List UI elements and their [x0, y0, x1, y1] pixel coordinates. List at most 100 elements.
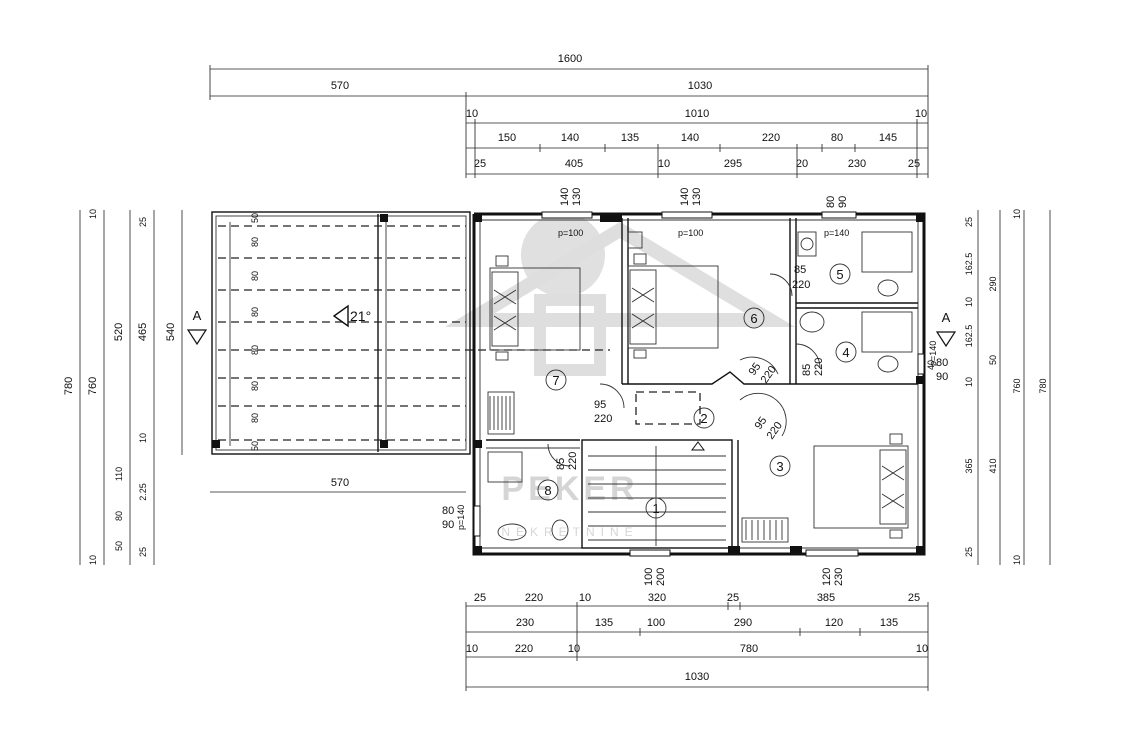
doors: [547, 273, 821, 467]
dim-right-25a: 25: [964, 217, 974, 227]
dim-left-80: 80: [114, 511, 124, 521]
bathroom-5-fixtures: [797, 231, 913, 297]
dim-bottom-10c: 10: [916, 643, 928, 655]
dim-top-1010: 1010: [685, 108, 709, 120]
window-2-height: 130: [691, 188, 703, 206]
dim-left-110: 110: [114, 467, 124, 481]
dim-bottom-320: 320: [648, 592, 666, 604]
window-6-height: 200: [655, 568, 667, 586]
dim-top-295: 295: [724, 158, 742, 170]
room-8-label: 8: [544, 483, 551, 498]
parapet-5: p=140: [456, 505, 466, 530]
dim-top-25a: 25: [474, 158, 486, 170]
dim-top-10a: 10: [466, 108, 478, 120]
dim-bottom-780: 780: [740, 643, 758, 655]
dim-right-365: 365: [964, 458, 974, 473]
dim-bottom-230: 230: [516, 617, 534, 629]
dim-top-570: 570: [331, 80, 349, 92]
window-3-height: 90: [837, 196, 849, 208]
bathroom-8-fixtures: [487, 451, 569, 541]
section-marker-right: A: [935, 310, 957, 348]
roof-terrace: 50 80 80 80 80 80 80 50 21° 570: [210, 211, 610, 493]
dim-top-145: 145: [879, 132, 897, 144]
parapet-3: p=140: [824, 228, 849, 238]
dim-bottom-290: 290: [734, 617, 752, 629]
dim-bottom-135b: 135: [880, 617, 898, 629]
window-4-width: 40: [926, 360, 936, 370]
roof-spacing-3: 80: [250, 271, 260, 281]
window-2-width: 140: [679, 188, 691, 206]
dim-right-760: 760: [1012, 378, 1022, 393]
window-4-extra: 90: [936, 371, 948, 383]
dim-right-25b: 25: [964, 547, 974, 557]
door-5-width: 95: [753, 415, 770, 432]
dim-bottom-100: 100: [647, 617, 665, 629]
watermark: PEKER NEKRETNINE: [444, 213, 796, 539]
top-dimensions: 1600 570 1030 10 1010 10 150 140 135 140…: [209, 53, 929, 178]
window-5-width: 80: [442, 505, 454, 517]
dim-top-10b: 10: [915, 108, 927, 120]
dim-left-10c: 10: [88, 555, 98, 565]
room-3-label: 3: [776, 459, 783, 474]
parapet-2: p=100: [678, 228, 703, 238]
dim-right-10a: 10: [964, 297, 974, 307]
hall-table: [635, 391, 701, 425]
windows: 140 130 140 130 80 90 40 80 90 80 90 100…: [442, 188, 948, 586]
parapet-4: p=140: [928, 341, 938, 366]
dim-bottom-220b: 220: [515, 643, 533, 655]
bed-room-7: [489, 255, 581, 361]
dim-bottom-10: 10: [579, 592, 591, 604]
section-label-left: A: [193, 308, 202, 323]
dim-bottom-135a: 135: [595, 617, 613, 629]
dim-left-25a: 25: [138, 217, 148, 227]
dim-left-780: 780: [63, 377, 75, 395]
left-dimensions: 780 760 520 465 540 10 25 10 110 2.25 80…: [63, 209, 183, 565]
dim-right-410: 410: [988, 458, 998, 473]
door-3-width: 95: [594, 399, 606, 411]
roof-spacing-7: 80: [250, 413, 260, 423]
dim-top-25b: 25: [908, 158, 920, 170]
room-1-label: 1: [652, 501, 659, 516]
watermark-sub: NEKRETNINE: [501, 525, 638, 539]
dim-bottom-220: 220: [525, 592, 543, 604]
door-1-height: 220: [792, 279, 810, 291]
dim-top-220: 220: [762, 132, 780, 144]
section-label-right: A: [942, 310, 951, 325]
bed-room-6: [627, 253, 719, 359]
dim-top-405: 405: [565, 158, 583, 170]
roof-spacing-5: 80: [250, 345, 260, 355]
window-4-height: 80: [936, 357, 948, 369]
dim-right-290: 290: [988, 276, 998, 291]
dim-right-1625a: 162.5: [964, 253, 974, 276]
watermark-brand: PEKER: [501, 470, 638, 508]
dim-left-520: 520: [113, 323, 125, 341]
dim-terrace-570: 570: [331, 477, 349, 489]
window-1-height: 130: [571, 188, 583, 206]
bed-room-3: [813, 433, 909, 539]
door-3-height: 220: [594, 413, 612, 425]
dim-right-10d: 10: [1012, 555, 1022, 565]
roof-pitch-arrow-icon: [332, 304, 349, 328]
dim-right-10b: 10: [964, 377, 974, 387]
dim-top-140a: 140: [561, 132, 579, 144]
dim-top-total: 1600: [558, 53, 582, 65]
bathroom-4-fixtures: [799, 311, 913, 373]
dim-left-760: 760: [87, 377, 99, 395]
dim-top-1030: 1030: [688, 80, 712, 92]
door-1-width: 85: [794, 264, 806, 276]
dim-bottom-total: 1030: [685, 671, 709, 683]
roof-spacing-2: 80: [250, 237, 260, 247]
door-2-height: 220: [813, 358, 825, 376]
room-7-label: 7: [552, 373, 559, 388]
window-5-height: 90: [442, 519, 454, 531]
dim-bottom-385: 385: [817, 592, 835, 604]
bottom-dimensions: 25 220 10 320 25 385 25 230 135 100 290 …: [465, 592, 929, 691]
window-3-width: 80: [825, 196, 837, 208]
dim-bottom-10b: 10: [568, 643, 580, 655]
wardrobe-room-3: [741, 517, 789, 543]
sink-room-6: [627, 231, 643, 249]
dim-left-540: 540: [165, 323, 177, 341]
dim-bottom-120: 120: [825, 617, 843, 629]
dim-top-230: 230: [848, 158, 866, 170]
